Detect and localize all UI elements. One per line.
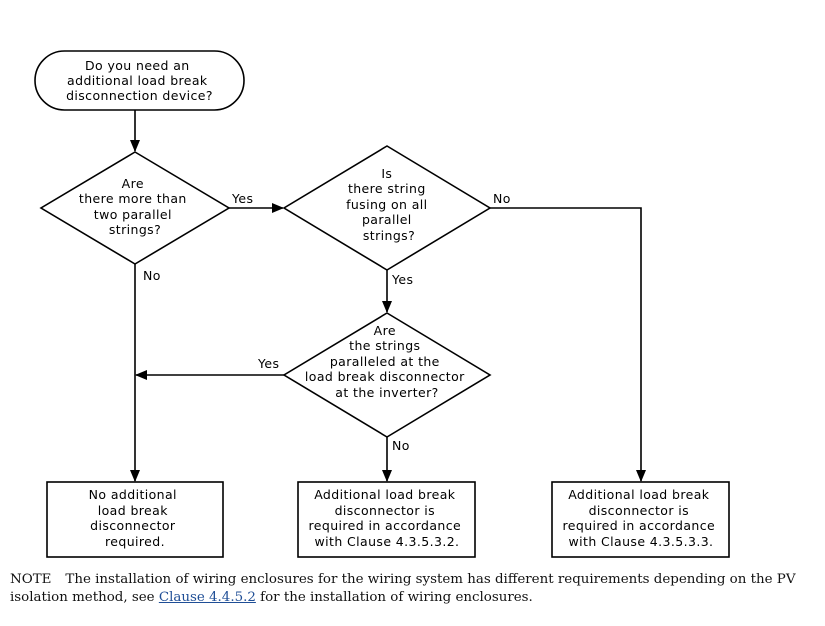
label-fusing-no: No: [493, 191, 511, 206]
outcome-4353-line-1: Additional load break: [568, 487, 710, 502]
svg-text:Are there more than: Are there more than two parallel strings…: [79, 176, 191, 237]
edge-fusing-no: [490, 207, 646, 482]
outcome-4353-line-3: required in accordance: [563, 518, 716, 533]
outcome-4353-line-4: with Clause 4.3.5.3.3.: [569, 534, 714, 549]
paralleled-line-5: at the inverter?: [335, 385, 438, 400]
outcome-none-line-3: disconnector: [90, 518, 176, 533]
fusing-line-1: Is: [381, 166, 392, 181]
svg-text:Are the strings pa: Are the strings paralleled at the load b…: [305, 323, 469, 400]
start-node: Do you need an additional load break dis…: [34, 50, 245, 111]
start-line-3: disconnection device?: [66, 88, 213, 103]
outcome-4352-line-2: disconnector is: [335, 503, 436, 518]
decision-string-fusing: Is there string fusing on all parallel s…: [282, 145, 492, 271]
clause-4-4-5-2-link[interactable]: Clause 4.4.5.2: [158, 590, 256, 605]
svg-text:Is there string fu: Is there string fusing on all parallel s…: [346, 166, 432, 243]
outcome-4352-line-3: required in accordance: [309, 518, 462, 533]
outcome-clause-4-3-5-3-3: Additional load break disconnector is re…: [551, 481, 730, 558]
flowchart: Do you need an additional load break dis…: [34, 50, 730, 558]
parallel-line-1: Are: [122, 176, 144, 191]
svg-text:Additional load break di: Additional load break disconnector is re…: [309, 487, 466, 549]
paralleled-line-2: the strings: [349, 338, 420, 353]
start-line-1: Do you need an: [85, 58, 190, 73]
fusing-line-3: fusing on all: [346, 197, 428, 212]
decision-parallel-strings: Are there more than two parallel strings…: [39, 151, 231, 265]
svg-text:Do you need an additiona: Do you need an additional load break dis…: [66, 58, 213, 103]
outcome-none-line-1: No additional: [89, 487, 177, 502]
parallel-line-2: there more than: [79, 191, 187, 206]
outcome-clause-4-3-5-3-2: Additional load break disconnector is re…: [297, 481, 476, 558]
parallel-line-3: two parallel: [94, 207, 172, 222]
fusing-line-2: there string: [348, 181, 426, 196]
paralleled-line-3: paralleled at the: [330, 354, 440, 369]
outcome-4353-line-2: disconnector is: [589, 503, 690, 518]
parallel-line-4: strings?: [109, 222, 161, 237]
paralleled-line-1: Are: [374, 323, 396, 338]
decision-paralleled-at-inverter: Are the strings paralleled at the load b…: [282, 312, 492, 438]
svg-text:Additional load break di: Additional load break disconnector is re…: [563, 487, 720, 549]
label-fusing-yes: Yes: [391, 272, 413, 287]
start-line-2: additional load break: [67, 73, 208, 88]
note-tag: NOTE: [10, 572, 52, 587]
fusing-line-5: strings?: [363, 228, 415, 243]
outcome-no-disconnector: No additional load break disconnector re…: [46, 481, 224, 558]
svg-text:No additional load break: No additional load break disconnector re…: [89, 487, 182, 549]
label-parallel-yes: Yes: [231, 191, 253, 206]
outcome-4352-line-1: Additional load break: [314, 487, 456, 502]
note-text-after: for the installation of wiring enclosure…: [255, 590, 533, 605]
label-parallel-no: No: [143, 268, 161, 283]
paralleled-line-4: load break disconnector: [305, 369, 465, 384]
outcome-none-line-4: required.: [105, 534, 165, 549]
outcome-4352-line-4: with Clause 4.3.5.3.2.: [315, 534, 460, 549]
label-paralleled-yes: Yes: [257, 356, 279, 371]
label-paralleled-no: No: [392, 438, 410, 453]
fusing-line-4: parallel: [362, 212, 412, 227]
note-text-before: The installation of wiring enclosures fo…: [10, 572, 796, 605]
outcome-none-line-2: load break: [98, 503, 168, 518]
